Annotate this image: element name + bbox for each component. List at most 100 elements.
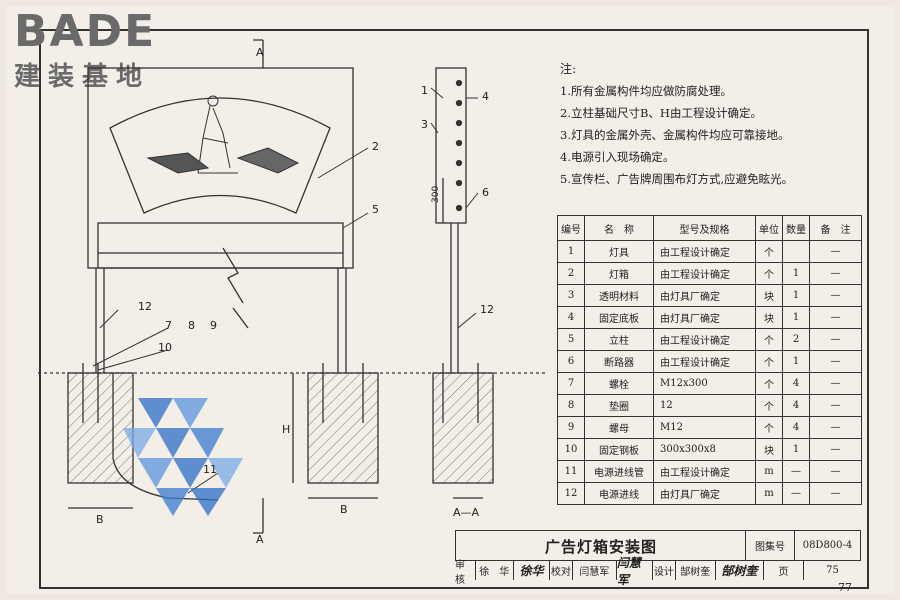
left-foundation [67, 372, 134, 484]
painting-sketch [146, 95, 300, 174]
cell-qty: 4 [782, 416, 810, 439]
cell-spec: 由灯具厂确定 [653, 482, 756, 505]
cell-qty: — [782, 460, 810, 483]
cell-qty: 1 [782, 306, 810, 329]
note-item: 4.电源引入现场确定。 [560, 150, 675, 164]
cell-spec: M12 [653, 416, 756, 439]
drawing-frame [39, 29, 869, 589]
cell-name: 螺栓 [584, 372, 654, 395]
cell-no: 4 [557, 306, 585, 329]
callout-4: 4 [482, 90, 489, 103]
cell-no: 6 [557, 350, 585, 373]
note-item: 2.立柱基础尺寸B、H由工程设计确定。 [560, 106, 762, 120]
page-label: 页 [764, 561, 805, 580]
callout-8: 8 [188, 319, 195, 332]
cell-no: 12 [557, 482, 585, 505]
cell-no: 11 [557, 460, 585, 483]
page-value: 75 [826, 565, 839, 576]
col-header-qty: 数量 [782, 215, 810, 241]
logo-brand: BADE [14, 6, 157, 57]
cell-name: 透明材料 [584, 284, 654, 307]
cell-no: 1 [557, 240, 585, 263]
notes-block: 注: 1.所有金属构件均应做防腐处理。 2.立柱基础尺寸B、H由工程设计确定。 … [560, 58, 860, 190]
callout-5: 5 [372, 203, 379, 216]
dim-300-label: 300 [431, 186, 441, 203]
section-label-bottom: A [256, 533, 264, 544]
cell-name: 立柱 [584, 328, 654, 351]
cell-name: 电源进线管 [584, 460, 654, 483]
cell-name: 固定钢板 [584, 438, 654, 461]
cell-name: 电源进线 [584, 482, 654, 505]
cell-spec: 由工程设计确定 [653, 350, 756, 373]
designer-name: 郜树奎 [676, 561, 716, 580]
cell-remark: — [809, 240, 862, 263]
break-line-1 [222, 247, 244, 304]
cell-remark: — [809, 394, 862, 417]
cell-unit: m [755, 460, 783, 483]
anchor-bolts [82, 363, 479, 423]
cell-qty: 4 [782, 394, 810, 417]
checker-signature: 闫慧军 [617, 556, 654, 587]
title-block: 广告灯箱安装图 图集号 08D800-4 审核 徐 华 徐华 校对 闫慧军 闫慧… [455, 530, 861, 587]
reviewer-name: 徐 华 [476, 561, 514, 580]
callout-11: 11 [203, 463, 217, 476]
cell-qty: — [782, 482, 810, 505]
cell-unit: 个 [755, 416, 783, 439]
table-header-row: 编号 名 称 型号及规格 单位 数量 备 注 [557, 215, 862, 241]
cell-unit: 个 [755, 262, 783, 285]
cell-no: 3 [557, 284, 585, 307]
cell-remark: — [809, 372, 862, 395]
cell-unit: 个 [755, 394, 783, 417]
callout-12-right: 12 [480, 303, 494, 316]
cell-remark: — [809, 328, 862, 351]
cell-name: 灯箱 [584, 262, 654, 285]
page-number: 77 [838, 581, 852, 594]
callout-1: 1 [421, 84, 428, 97]
cell-unit: 块 [755, 306, 783, 329]
review-label: 审核 [455, 560, 476, 586]
dim-b-middle-label: B [340, 503, 348, 516]
cell-no: 2 [557, 262, 585, 285]
logo-subtitle: 建装基地 [14, 62, 151, 92]
col-header-spec: 型号及规格 [653, 215, 756, 241]
cell-unit: m [755, 482, 783, 505]
cell-qty: 1 [782, 438, 810, 461]
cell-name: 垫圈 [584, 394, 654, 417]
cell-spec: 由灯具厂确定 [653, 284, 756, 307]
cell-remark: — [809, 350, 862, 373]
section-label-top: A [256, 46, 264, 59]
cell-remark: — [809, 438, 862, 461]
callout-12-left: 12 [138, 300, 152, 313]
cell-name: 固定底板 [584, 306, 654, 329]
col-header-no: 编号 [557, 215, 585, 241]
cell-spec: 由工程设计确定 [653, 240, 756, 263]
callout-leaders [92, 87, 479, 494]
cell-remark: — [809, 284, 862, 307]
note-item: 5.宣传栏、广告牌周围布灯方式,应避免眩光。 [560, 172, 794, 186]
atlas-number: 08D800-4 [794, 530, 861, 561]
dim-h-label: H [282, 423, 290, 436]
cell-unit: 块 [755, 284, 783, 307]
col-header-remark: 备 注 [809, 215, 862, 241]
callout-10: 10 [158, 341, 172, 354]
cell-spec: 由工程设计确定 [653, 328, 756, 351]
watermark-triangles [123, 398, 243, 516]
cell-qty: 1 [782, 284, 810, 307]
cell-spec: 300x300x8 [653, 438, 756, 461]
section-aa-label: A—A [453, 506, 480, 519]
reviewer-signature: 徐华 [514, 561, 551, 580]
callout-9: 9 [210, 319, 217, 332]
cell-no: 7 [557, 372, 585, 395]
cell-spec: 12 [653, 394, 756, 417]
cell-name: 灯具 [584, 240, 654, 263]
cell-name: 螺母 [584, 416, 654, 439]
fan-panel [109, 97, 331, 214]
cell-remark: — [809, 262, 862, 285]
